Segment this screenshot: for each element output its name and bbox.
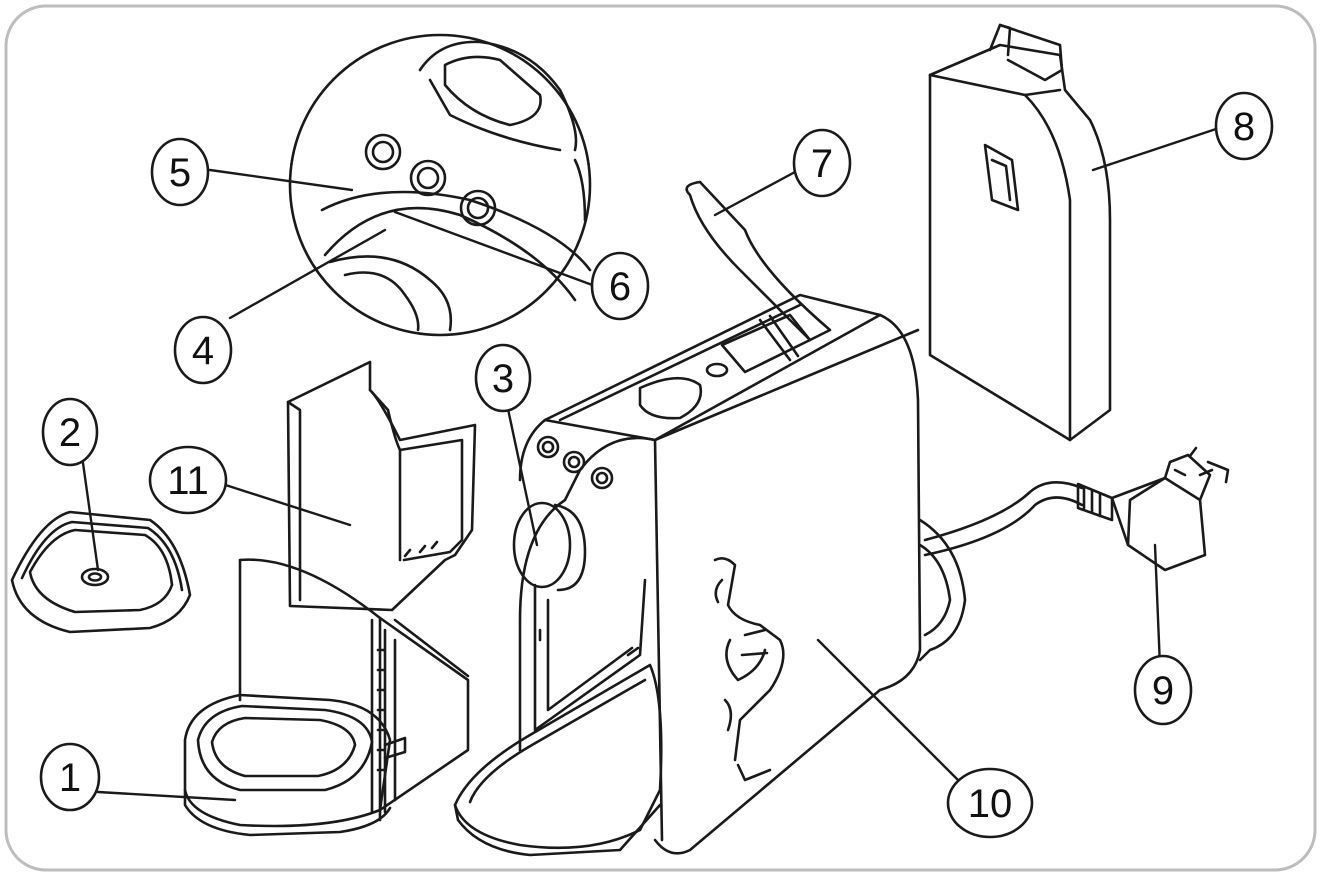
water-tank-drawing — [928, 23, 1112, 442]
callout-5-control-panel: 5 — [150, 137, 210, 207]
callout-circle — [474, 343, 532, 413]
callout-circle — [1133, 654, 1193, 726]
callout-labels: 1 2 3 4 5 6 7 8 9 10 11 — [39, 91, 1274, 839]
callout-circle — [39, 742, 101, 812]
callout-11-used-capsule-container: 11 — [148, 445, 228, 515]
callout-number: 5 — [169, 151, 191, 195]
callout-10-machine-body: 10 — [946, 767, 1034, 839]
callout-number: 3 — [492, 357, 514, 401]
callout-number: 9 — [1152, 669, 1174, 713]
callout-circle — [946, 767, 1034, 839]
callout-circle — [590, 251, 650, 321]
callout-3-capsule-holder-knob: 3 — [474, 343, 532, 413]
callout-circle — [150, 137, 210, 207]
callout-circle — [41, 397, 99, 467]
callout-number: 10 — [968, 782, 1013, 826]
callout-number: 8 — [1233, 105, 1255, 149]
callout-4-coffee-outlet: 4 — [173, 315, 233, 385]
callout-number: 2 — [59, 411, 81, 455]
capsule-container-drawing — [286, 360, 477, 612]
frame — [4, 4, 1317, 872]
callout-7-water-tank-lid: 7 — [792, 128, 852, 198]
callout-2-drip-tray-grid: 2 — [41, 397, 99, 467]
callout-6-power-button: 6 — [590, 251, 650, 321]
drip-tray-grid-drawing — [10, 510, 192, 634]
callout-circle — [1214, 91, 1274, 161]
callout-number: 6 — [609, 265, 631, 309]
detail-magnifier-drawing — [288, 33, 592, 337]
callout-number: 1 — [59, 756, 81, 800]
callout-9-power-plug: 9 — [1133, 654, 1193, 726]
power-cord-drawing — [923, 446, 1230, 572]
callout-8-water-tank: 8 — [1214, 91, 1274, 161]
callout-circle — [148, 445, 228, 515]
callout-number: 11 — [167, 459, 209, 503]
drip-tray-drawing — [183, 558, 470, 837]
leader-lines — [81, 125, 1224, 802]
callout-circle — [792, 128, 852, 198]
callout-circle — [173, 315, 233, 385]
callout-number: 7 — [811, 142, 833, 186]
callout-1-drip-tray: 1 — [39, 742, 101, 812]
callout-number: 4 — [192, 329, 214, 373]
machine-body-drawing — [453, 180, 967, 857]
